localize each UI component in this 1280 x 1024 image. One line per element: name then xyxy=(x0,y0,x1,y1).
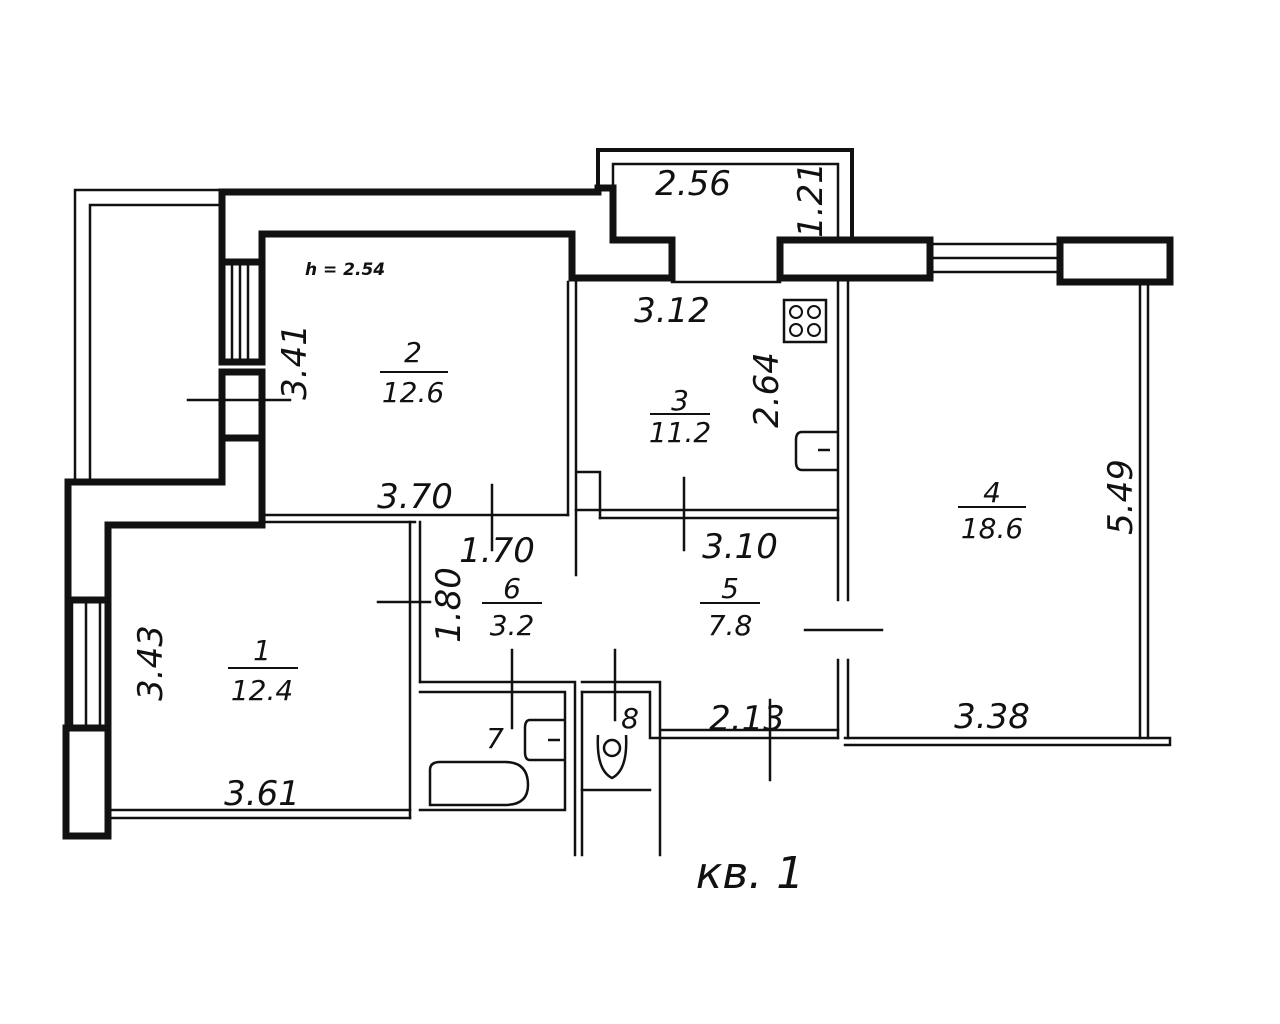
interior-walls xyxy=(260,280,850,857)
room-3-area: 11.2 xyxy=(649,416,711,449)
room-6-number: 6 xyxy=(503,572,521,605)
outer-walls xyxy=(62,184,1174,840)
left-balcony xyxy=(73,188,224,482)
room-2-label: 2 12.6 xyxy=(380,336,448,409)
dim-hall6-width: 1.70 xyxy=(459,531,535,571)
bathtub-icon xyxy=(428,760,530,807)
dim-room3-width: 3.12 xyxy=(634,291,710,331)
ceiling-height: h = 2.54 xyxy=(305,260,385,280)
room-4-number: 4 xyxy=(983,476,1001,509)
stove-icon xyxy=(782,298,828,344)
door-markers xyxy=(186,398,884,782)
washbasin-icon xyxy=(523,718,565,762)
room-7-number: 7 xyxy=(486,722,504,755)
dim-balcony-top-depth: 1.21 xyxy=(791,162,831,238)
dim-balcony-top-width: 2.56 xyxy=(655,164,731,204)
plan-title: кв. 1 xyxy=(696,848,804,899)
dim-room3-depth: 2.64 xyxy=(747,352,787,428)
dim-room4-depth: 5.49 xyxy=(1101,459,1141,535)
room-4-area: 18.6 xyxy=(961,512,1023,545)
room-5-label: 5 7.8 xyxy=(700,572,760,642)
kitchen-sink-icon xyxy=(794,430,838,472)
room-4-label: 4 18.6 xyxy=(958,476,1026,545)
dim-room1-width: 3.61 xyxy=(224,774,300,814)
room-5-area: 7.8 xyxy=(708,609,753,642)
room-5-number: 5 xyxy=(721,572,739,605)
dim-corridor-width: 2.13 xyxy=(709,699,785,739)
room-8-number: 8 xyxy=(621,702,639,735)
room-3-number: 3 xyxy=(671,384,689,417)
toilet-icon xyxy=(596,734,628,780)
dim-hall5-width: 3.10 xyxy=(702,527,778,567)
dim-room1-depth: 3.43 xyxy=(131,625,171,701)
room-2-area: 12.6 xyxy=(382,376,444,409)
room-3-label: 3 11.2 xyxy=(649,384,711,449)
dim-room2-width: 3.70 xyxy=(377,477,453,517)
room-1-number: 1 xyxy=(253,634,271,667)
dim-hall6-depth: 1.80 xyxy=(429,567,469,643)
room-1-area: 12.4 xyxy=(231,674,293,707)
dim-room4-width: 3.38 xyxy=(954,697,1030,737)
dim-room2-depth: 3.41 xyxy=(275,324,315,400)
top-balcony xyxy=(596,148,854,242)
room-2-number: 2 xyxy=(404,336,422,369)
room-6-area: 3.2 xyxy=(490,609,535,642)
room-1-label: 1 12.4 xyxy=(228,634,298,707)
room-6-label: 6 3.2 xyxy=(482,572,542,642)
